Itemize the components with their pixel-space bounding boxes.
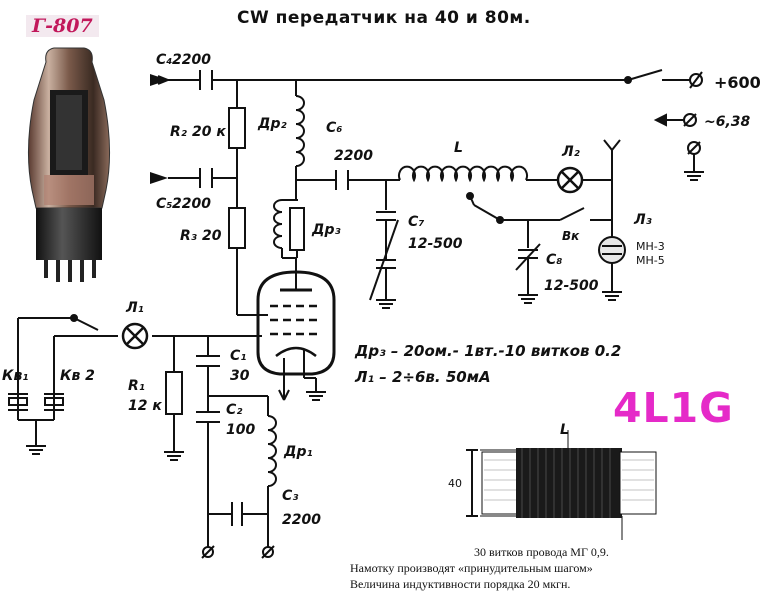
resistor-dr3 — [289, 207, 305, 251]
tube-envelope — [256, 270, 336, 376]
value-c6: 2200 — [334, 148, 373, 164]
value-r3: 20 — [202, 228, 222, 244]
choke-dr2 — [295, 95, 305, 167]
coil-drawing — [481, 448, 657, 518]
label-r2: R₂ — [170, 124, 188, 140]
value-c1: 30 — [230, 368, 250, 384]
label-r1: R₁ — [128, 378, 145, 394]
choke-dr1 — [267, 415, 277, 487]
coil-caption-line-3: Величина индуктивности порядка 20 мкгн. — [350, 577, 571, 591]
label-c8: C₈ — [546, 252, 562, 268]
coil-l — [398, 165, 528, 183]
label-vk: Вк — [562, 229, 580, 243]
label-heater: ~6,38 — [704, 114, 751, 130]
coil-drawing-dimension: 40 — [448, 477, 462, 490]
label-dr2: Др₂ — [257, 116, 287, 132]
value-c2: 100 — [226, 422, 255, 438]
label-l2: Л₂ — [561, 144, 581, 160]
value-c5: 2200 — [172, 196, 211, 212]
label-c6: C₆ — [326, 120, 342, 136]
lamp-l2 — [556, 166, 584, 194]
crystal-kv1 — [8, 397, 28, 406]
value-l3-2: МН-5 — [636, 254, 665, 267]
coil-caption-line-2: Намотку производят «принудительным шагом… — [350, 561, 593, 575]
label-dr3: Др₃ — [311, 222, 341, 238]
resistor-r2 — [228, 107, 246, 149]
crystal-kv2 — [44, 397, 64, 406]
label-c7: C₇ — [408, 214, 424, 230]
coil-drawing-label: L — [560, 422, 569, 438]
coil-caption-line-1: 30 витков провода МГ 0,9. — [474, 545, 609, 559]
tube-photo — [27, 47, 111, 282]
note-l1: Л₁ – 2÷6в. 50мА — [355, 368, 491, 386]
page-title: CW передатчик на 40 и 80м. — [237, 8, 531, 28]
label-c5: C₅ — [156, 196, 172, 212]
label-hv: +600 — [714, 73, 761, 92]
label-c4: C₄ — [156, 52, 172, 68]
lamp-l1 — [121, 322, 149, 350]
tube-type-tag: Г-807 — [26, 15, 99, 37]
label-r3: R₃ — [180, 228, 197, 244]
label-kv2: Кв 2 — [60, 368, 95, 384]
value-c7: 12-500 — [408, 236, 463, 252]
ground-symbols — [26, 171, 704, 461]
label-c1: C₁ — [230, 348, 246, 364]
resistor-r1 — [165, 371, 183, 415]
label-dr1: Др₁ — [283, 444, 313, 460]
choke-dr3 — [273, 199, 283, 249]
callsign: 4L1G — [613, 384, 734, 432]
value-l3-1: МН-3 — [636, 240, 665, 253]
value-r2: 20 к — [192, 124, 226, 140]
value-c4: 2200 — [172, 52, 211, 68]
label-c2: C₂ — [226, 402, 243, 418]
label-l: L — [454, 140, 463, 156]
label-l1: Л₁ — [125, 300, 144, 316]
label-l3: Л₃ — [633, 212, 652, 228]
wire — [627, 69, 663, 81]
label-c3: C₃ — [282, 488, 298, 504]
value-c8: 12-500 — [544, 278, 599, 294]
neon-lamp-l3 — [598, 236, 626, 264]
note-dr3: Др₃ – 20ом.- 1вт.-10 витков 0.2 — [355, 342, 622, 360]
value-c3: 2200 — [282, 512, 321, 528]
resistor-r3 — [228, 207, 246, 249]
value-r1: 12 к — [128, 398, 162, 414]
label-kv1: Кв₁ — [2, 368, 28, 384]
